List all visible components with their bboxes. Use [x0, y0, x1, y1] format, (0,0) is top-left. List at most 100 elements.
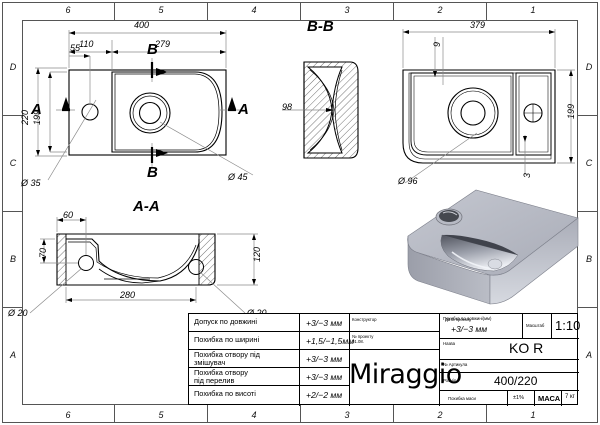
zone-label-left-c: C [9, 158, 17, 168]
zone-tick [486, 2, 487, 20]
dim-aa-tap-height: 70 [38, 247, 48, 258]
zone-label-right-a: A [585, 350, 592, 360]
zone-tick [2, 115, 22, 116]
tb-rule [534, 390, 535, 406]
zone-label-left-a: A [9, 350, 16, 360]
tb-rule [189, 349, 439, 350]
tolerance-value-0: +3/−3 мм [306, 318, 343, 328]
isometric-render [407, 189, 579, 305]
zone-label-top-4: 4 [251, 5, 257, 15]
leader-drain-96: Ø 96 [398, 176, 418, 186]
zone-label-right-c: C [585, 158, 593, 168]
product-name-value: KO R [509, 340, 544, 356]
tb-rule [299, 314, 300, 406]
zone-label-top-2: 2 [437, 5, 443, 15]
zone-label-bottom-3: 3 [344, 410, 350, 420]
mass-tolerance-label: Похибка маси [448, 396, 476, 401]
tb-rule [522, 314, 523, 338]
leader-aa-left: Ø 20 [8, 308, 28, 318]
leader-drain-hole: Ø 45 [228, 172, 248, 182]
section-mark-a-right: A [238, 101, 249, 118]
dim-wall-top: 9 [432, 41, 442, 47]
zone-label-top-1: 1 [530, 5, 536, 15]
dim-aa-tap-offset: 60 [63, 210, 74, 220]
dim-to-bowl: 110 [79, 39, 94, 49]
project-number-label: № проекту 01.08. [352, 334, 374, 344]
zone-tick [2, 211, 22, 212]
zone-label-right-b: B [585, 254, 592, 264]
dim-bowl-width: 279 [155, 39, 171, 49]
zone-label-top-5: 5 [158, 5, 164, 15]
tb-rule [349, 314, 350, 406]
zone-label-bottom-5: 5 [158, 410, 164, 420]
tb-rule [439, 390, 579, 391]
tb-rule [189, 331, 439, 332]
dim-overall-width: 400 [134, 20, 150, 30]
tb-rule [507, 390, 508, 406]
zone-tick [578, 211, 598, 212]
zone-tick [114, 2, 115, 20]
zone-label-right-d: D [585, 62, 593, 72]
brand-logo: Miraggio [349, 359, 462, 390]
tolerance-label-0: Допуск по довжині [194, 317, 258, 326]
zone-tick [2, 307, 22, 308]
tb-rule [189, 367, 349, 368]
tb-rule [551, 314, 552, 338]
zone-label-top-6: 6 [65, 5, 71, 15]
scale-label: Масштаб [526, 323, 545, 328]
zone-label-bottom-1: 1 [530, 410, 536, 420]
mass-value: 7 кг [565, 394, 575, 400]
tolerance-value-1: +1,5/−1,5мм [306, 336, 355, 346]
dim-bottom-length: 379 [470, 20, 486, 30]
leader-tap-hole: Ø 35 [21, 178, 41, 188]
section-title-aa: A-A [133, 198, 160, 215]
zone-tick [578, 115, 598, 116]
tb-rule [439, 314, 440, 406]
tb-rule [439, 338, 579, 339]
zone-label-bottom-4: 4 [251, 410, 257, 420]
top-view-geometry [35, 30, 254, 181]
zone-tick [486, 405, 487, 423]
size-value: 400/220 [494, 374, 538, 388]
bottom-view-geometry [402, 29, 575, 184]
section-aa-geometry [29, 217, 258, 314]
tb-rule [189, 385, 349, 386]
zone-label-bottom-2: 2 [437, 410, 443, 420]
tolerance-label-1: Похибка по ширині [194, 335, 260, 344]
tolerance-label-3: Похибка отвору під перелив [194, 368, 248, 386]
section-title-bb: B-B [307, 18, 334, 35]
zone-tick [114, 405, 115, 423]
mass-tolerance-value: ±1% [513, 395, 524, 401]
tolerance-label-4: Похибка по висоті [194, 389, 256, 398]
zone-tick [207, 405, 208, 423]
section-mark-b-top: B [147, 41, 158, 58]
date-label: Дата проекту [445, 317, 472, 322]
dim-aa-height: 120 [252, 246, 262, 262]
zone-label-bottom-6: 6 [65, 410, 71, 420]
tolerance-value-2: +3/−3 мм [306, 354, 343, 364]
title-block: Допуск по довжині +3/−3 мм Похибка по ши… [188, 313, 580, 406]
zone-tick [207, 2, 208, 20]
dim-bottom-depth: 199 [566, 103, 576, 119]
zone-label-left-b: B [9, 254, 16, 264]
length-tolerance-value: +3/−3 мм [451, 324, 488, 334]
dim-section-bb-width: 98 [282, 102, 293, 112]
section-mark-a-left: A [31, 101, 42, 118]
designer-label: Конструктор [352, 317, 377, 322]
length-tolerance-label: Похибка по довжині(мм) [443, 316, 492, 321]
dim-tap-offset: 55 [70, 43, 81, 53]
tb-rule [561, 390, 562, 406]
zone-tick [393, 2, 394, 20]
dim-aa-bowl-span: 280 [120, 290, 136, 300]
zone-tick [393, 405, 394, 423]
section-mark-b-bottom: B [147, 164, 158, 181]
zone-label-left-d: D [9, 62, 17, 72]
tb-rule [439, 359, 579, 360]
mass-label: МАСА [538, 394, 561, 403]
tolerance-value-3: +3/−3 мм [306, 372, 343, 382]
zone-tick [300, 405, 301, 423]
size-label: Розмір [443, 378, 457, 383]
product-name-label: Назва [443, 341, 456, 346]
zone-label-top-3: 3 [344, 5, 350, 15]
zone-tick [300, 2, 301, 20]
